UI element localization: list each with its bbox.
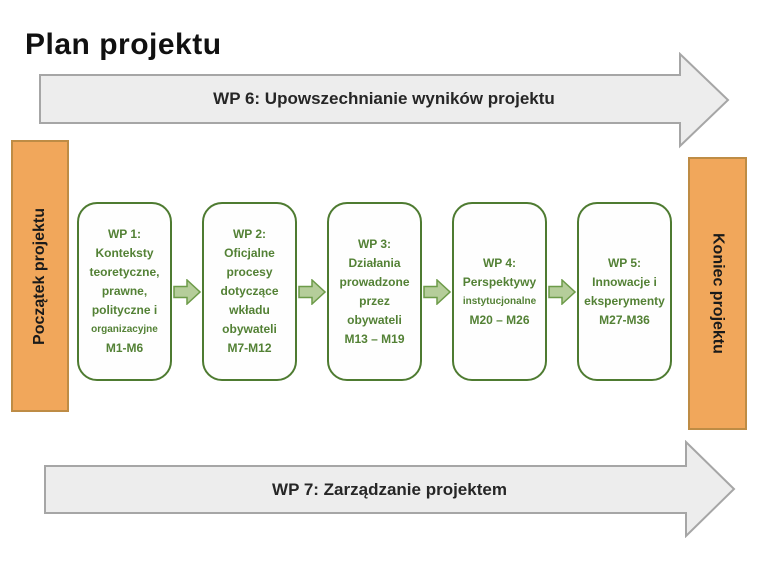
wp1-box-text: WP 1: Konteksty teoretyczne, prawne, polityc… bbox=[79, 225, 170, 358]
connector-arrow-icon bbox=[298, 279, 326, 305]
wp-box-line: prowadzone bbox=[339, 274, 410, 289]
wp7-arrow-shape bbox=[44, 440, 736, 538]
wp-box-line: Działania bbox=[348, 255, 401, 270]
project-end-label: Koniec projektu bbox=[709, 233, 727, 354]
wp-box-line: teoretyczne, bbox=[89, 265, 160, 279]
wp-box-line: WP 5: bbox=[607, 255, 642, 270]
wp6-arrow-label: WP 6: Upowszechnianie wyników projektu bbox=[213, 89, 555, 108]
wp-box-line: obywateli bbox=[347, 312, 402, 327]
wp1-box: WP 1: Konteksty teoretyczne, prawne, polityc… bbox=[77, 202, 172, 381]
wp-box-line: WP 2: bbox=[232, 227, 267, 241]
wp7-arrow-label: WP 7: Zarządzanie projektem bbox=[272, 479, 507, 499]
wp-box-line: procesy bbox=[226, 265, 273, 279]
wp-box-line: M27-M36 bbox=[599, 312, 650, 327]
project-start-bar: Początek projektu bbox=[11, 140, 69, 412]
wp-box-line: obywateli bbox=[222, 322, 277, 336]
connector-arrow-icon bbox=[548, 279, 576, 305]
wp-box-line: przez bbox=[359, 293, 390, 308]
wp-box-line: organizacyjne bbox=[91, 324, 158, 335]
wp-box-line: eksperymenty bbox=[584, 293, 665, 308]
wp-box-line: WP 1: bbox=[107, 227, 142, 241]
wp-box-line: Konteksty bbox=[95, 246, 154, 260]
wp-box-line: instytucjonalne bbox=[462, 295, 537, 307]
wp-box-line: M20 – M26 bbox=[469, 312, 530, 327]
project-end-bar: Koniec projektu bbox=[688, 157, 747, 430]
wp-box-line: M1-M6 bbox=[105, 341, 144, 355]
page-title: Plan projektu bbox=[25, 28, 222, 61]
wp-box-line: Innowacje i bbox=[592, 274, 657, 289]
wp2-box: WP 2: Oficjalne procesy dotyczące wkładu obyw… bbox=[202, 202, 297, 381]
project-start-label: Początek projektu bbox=[31, 207, 48, 345]
wp-box-line: WP 3: bbox=[357, 236, 392, 251]
wp6-arrow-shape bbox=[39, 52, 730, 149]
wp-box-line: polityczne i bbox=[91, 303, 158, 317]
wp-box-line: Oficjalne bbox=[224, 246, 275, 260]
wp2-box-text: WP 2: Oficjalne procesy dotyczące wkładu obyw… bbox=[204, 225, 295, 358]
wp-box-line: prawne, bbox=[101, 284, 148, 298]
wp-box-line: dotyczące bbox=[220, 284, 279, 298]
wp-box-line: M13 – M19 bbox=[344, 331, 405, 346]
wp-box-line: M7-M12 bbox=[227, 341, 272, 355]
wp-box-line: Perspektywy bbox=[462, 274, 537, 289]
wp-box-line: WP 4: bbox=[482, 255, 517, 270]
wp-box-line: wkładu bbox=[229, 303, 270, 317]
connector-arrow-icon bbox=[173, 279, 201, 305]
connector-arrow-icon bbox=[423, 279, 451, 305]
